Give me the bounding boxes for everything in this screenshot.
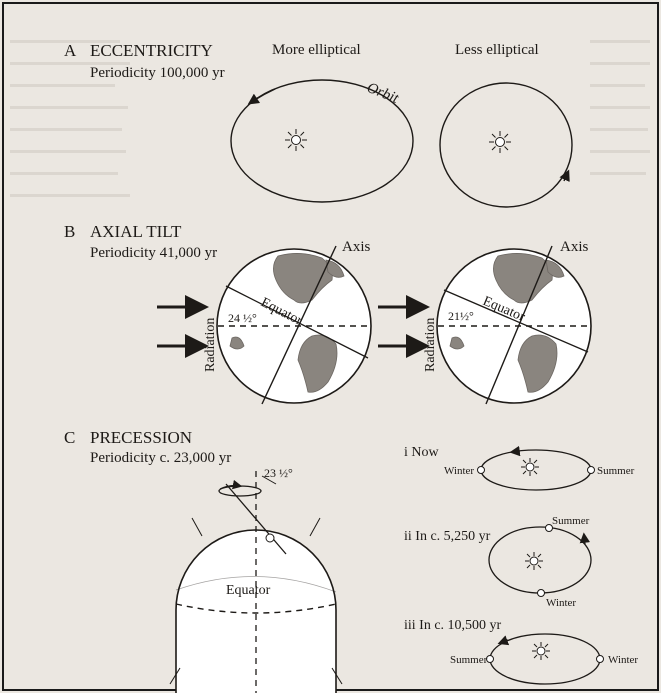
- latitude-curve: [175, 576, 337, 593]
- tilt-angle-left: 24 ½°: [228, 311, 257, 325]
- stage-i-summer-label: Summer: [597, 465, 635, 477]
- axis-label-right: Axis: [560, 239, 589, 255]
- angle-tick: [261, 475, 277, 485]
- sun-icon: [521, 458, 539, 476]
- background-text-texture: [10, 40, 650, 197]
- greenland-land: [545, 259, 565, 278]
- equator-curve: [175, 603, 337, 614]
- axis-line: [485, 245, 553, 405]
- orbit-direction-arrow-2: [559, 169, 570, 182]
- panel-a-letter: A: [64, 41, 77, 60]
- equator-line: [225, 285, 369, 359]
- precession-circle: [218, 485, 262, 497]
- north-pole-marker: [265, 533, 275, 543]
- panel-c-precession: C PRECESSION Periodicity c. 23,000 yr 23…: [64, 428, 638, 693]
- panel-c-letter: C: [64, 428, 75, 447]
- sun-icon: [525, 552, 543, 570]
- stage-ii-winter-label: Winter: [546, 597, 576, 609]
- orbit-direction-arrow: [247, 88, 276, 105]
- stage-iii-summer-label: Summer: [450, 654, 488, 666]
- north-america-land: [493, 253, 553, 304]
- orbit-arrow: [579, 532, 591, 545]
- sun-icon: [532, 642, 550, 660]
- north-america-land: [273, 253, 333, 304]
- panel-a-eccentricity: A ECCENTRICITY Periodicity 100,000 yr Mo…: [64, 41, 573, 208]
- stage-i-winter-label: Winter: [444, 465, 474, 477]
- south-america-land: [297, 334, 338, 393]
- panel-c-periodicity: Periodicity c. 23,000 yr: [90, 450, 231, 466]
- panel-a-title: ECCENTRICITY: [90, 41, 213, 60]
- orbit-more-elliptical: [230, 79, 414, 203]
- africa-land: [449, 336, 465, 350]
- stage-i-label: i Now: [404, 445, 440, 460]
- stage-ii-label: ii In c. 5,250 yr: [404, 529, 491, 544]
- south-america-land: [517, 334, 558, 393]
- stage-ii-orbit: [488, 526, 592, 594]
- radiation-label-right: Radiation: [423, 318, 438, 372]
- earth-marker: [596, 655, 604, 663]
- stage-ii-summer-label: Summer: [552, 515, 590, 527]
- rim-tick: [309, 517, 321, 537]
- stage-i-orbit: [480, 449, 592, 491]
- stage-iii-label: iii In c. 10,500 yr: [404, 618, 502, 633]
- label-less-elliptical: Less elliptical: [455, 42, 539, 58]
- rim-tick: [169, 667, 181, 685]
- earth-marker: [537, 589, 545, 597]
- precession-equator-label: Equator: [226, 583, 271, 598]
- tilt-angle-right: 21½°: [448, 309, 474, 323]
- precession-angle-label: 23 ½°: [264, 466, 293, 480]
- rim-tick: [191, 517, 203, 537]
- equator-line: [443, 289, 589, 353]
- radiation-label-left: Radiation: [203, 318, 218, 372]
- orbit-arrow: [509, 445, 521, 457]
- panel-b-letter: B: [64, 222, 75, 241]
- africa-land: [229, 336, 245, 350]
- axis-label-left: Axis: [342, 239, 371, 255]
- panel-b-axial-tilt: B AXIAL TILT Periodicity 41,000 yr Equat…: [64, 222, 592, 405]
- panel-b-periodicity: Periodicity 41,000 yr: [90, 245, 217, 261]
- stage-iii-orbit: [489, 633, 601, 685]
- earth-marker: [477, 466, 485, 474]
- orbit-label: Orbit: [365, 80, 402, 107]
- panel-b-title: AXIAL TILT: [90, 222, 182, 241]
- precession-globe: [169, 471, 343, 693]
- globe-right: Equator 21½°: [436, 245, 592, 405]
- rim-tick: [331, 667, 343, 685]
- axis-line: [261, 245, 337, 405]
- sun-icon: [285, 129, 307, 151]
- label-more-elliptical: More elliptical: [272, 42, 361, 58]
- sun-icon: [489, 131, 511, 153]
- stage-iii-winter-label: Winter: [608, 654, 638, 666]
- earth-marker: [486, 655, 494, 663]
- orbit-arrow: [497, 635, 510, 646]
- panel-a-periodicity: Periodicity 100,000 yr: [90, 65, 225, 81]
- earth-marker: [545, 524, 553, 532]
- greenland-land: [325, 259, 345, 278]
- globe-left: Equator 24 ½°: [216, 245, 372, 405]
- precession-arrow-icon: [219, 479, 243, 490]
- panel-c-title: PRECESSION: [90, 428, 192, 447]
- earth-marker: [587, 466, 595, 474]
- orbit-less-elliptical: [439, 82, 573, 208]
